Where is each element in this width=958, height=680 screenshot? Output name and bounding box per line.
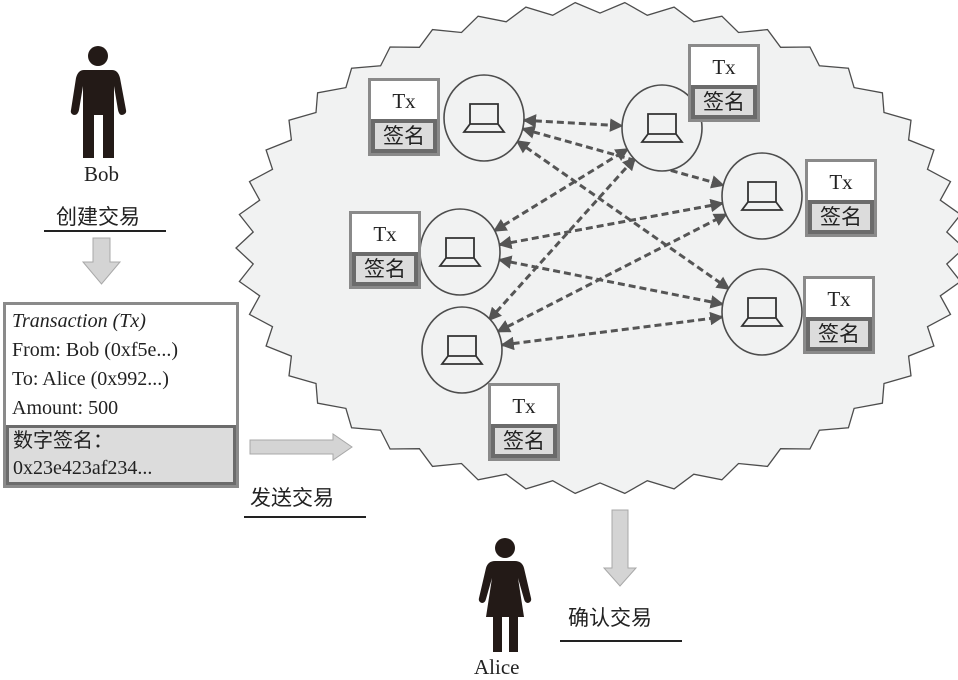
node-tx-box: Tx 签名	[803, 276, 875, 354]
signature-label: 签名	[491, 424, 557, 458]
transaction-card: Transaction (Tx) From: Bob (0xf5e...) To…	[3, 302, 239, 488]
divider	[560, 640, 682, 642]
right-arrow-icon	[249, 433, 353, 461]
tx-label: Tx	[829, 170, 853, 194]
alice-person-icon	[478, 538, 532, 652]
network-node	[721, 268, 803, 356]
laptop-icon	[440, 335, 484, 365]
signature-label: 签名	[691, 85, 757, 119]
create-transaction-label: 创建交易	[56, 205, 140, 229]
laptop-icon	[740, 181, 784, 211]
transaction-to: To: Alice (0x992...)	[12, 368, 169, 390]
node-circle	[419, 208, 501, 296]
network-edges	[487, 114, 731, 351]
node-tx-box: Tx 签名	[688, 44, 760, 122]
node-circle	[443, 74, 525, 162]
confirm-transaction-label: 确认交易	[568, 606, 652, 630]
network-cloud	[235, 1, 958, 495]
digital-signature-box: 数字签名： 0x23e423af234...	[6, 425, 236, 485]
transaction-amount: Amount: 500	[12, 397, 119, 419]
tx-label: Tx	[512, 394, 536, 418]
edge-n6-n4	[496, 212, 728, 334]
signature-label: 签名	[352, 252, 418, 286]
signature-label: 签名	[806, 317, 872, 351]
sender-name: Bob	[84, 162, 120, 186]
divider	[244, 516, 366, 518]
signature-label: 签名	[371, 119, 437, 153]
network-node	[721, 152, 803, 240]
laptop-icon	[462, 103, 506, 133]
laptop-icon	[640, 113, 684, 143]
network-node	[421, 306, 503, 394]
down-arrow-icon	[81, 237, 122, 285]
network-nodes	[419, 74, 803, 394]
laptop-icon	[438, 237, 482, 267]
laptop-icon	[740, 297, 784, 327]
tx-label: Tx	[712, 55, 736, 79]
network-node	[621, 84, 703, 172]
divider	[44, 230, 166, 232]
node-tx-box: Tx 签名	[805, 159, 877, 237]
node-tx-box: Tx 签名	[488, 383, 560, 461]
signature-label: 数字签名：	[13, 430, 113, 452]
down-arrow-icon	[602, 509, 638, 587]
tx-label: Tx	[392, 89, 416, 113]
network-node	[443, 74, 525, 162]
node-circle	[721, 268, 803, 356]
transaction-title: Transaction (Tx)	[12, 310, 146, 332]
node-circle	[621, 84, 703, 172]
node-circle	[421, 306, 503, 394]
edge-n6-n5	[500, 311, 724, 351]
signature-value: 0x23e423af234...	[13, 457, 153, 479]
send-transaction-label: 发送交易	[250, 486, 334, 510]
receiver-name: Alice	[474, 655, 520, 679]
tx-label: Tx	[827, 287, 851, 311]
tx-label: Tx	[373, 222, 397, 246]
network-node	[419, 208, 501, 296]
bob-person-icon	[70, 46, 127, 158]
transaction-from: From: Bob (0xf5e...)	[12, 339, 179, 361]
node-tx-box: Tx 签名	[349, 211, 421, 289]
signature-label: 签名	[808, 200, 874, 234]
edge-n1-n2	[522, 114, 624, 132]
node-tx-box: Tx 签名	[368, 78, 440, 156]
node-circle	[721, 152, 803, 240]
